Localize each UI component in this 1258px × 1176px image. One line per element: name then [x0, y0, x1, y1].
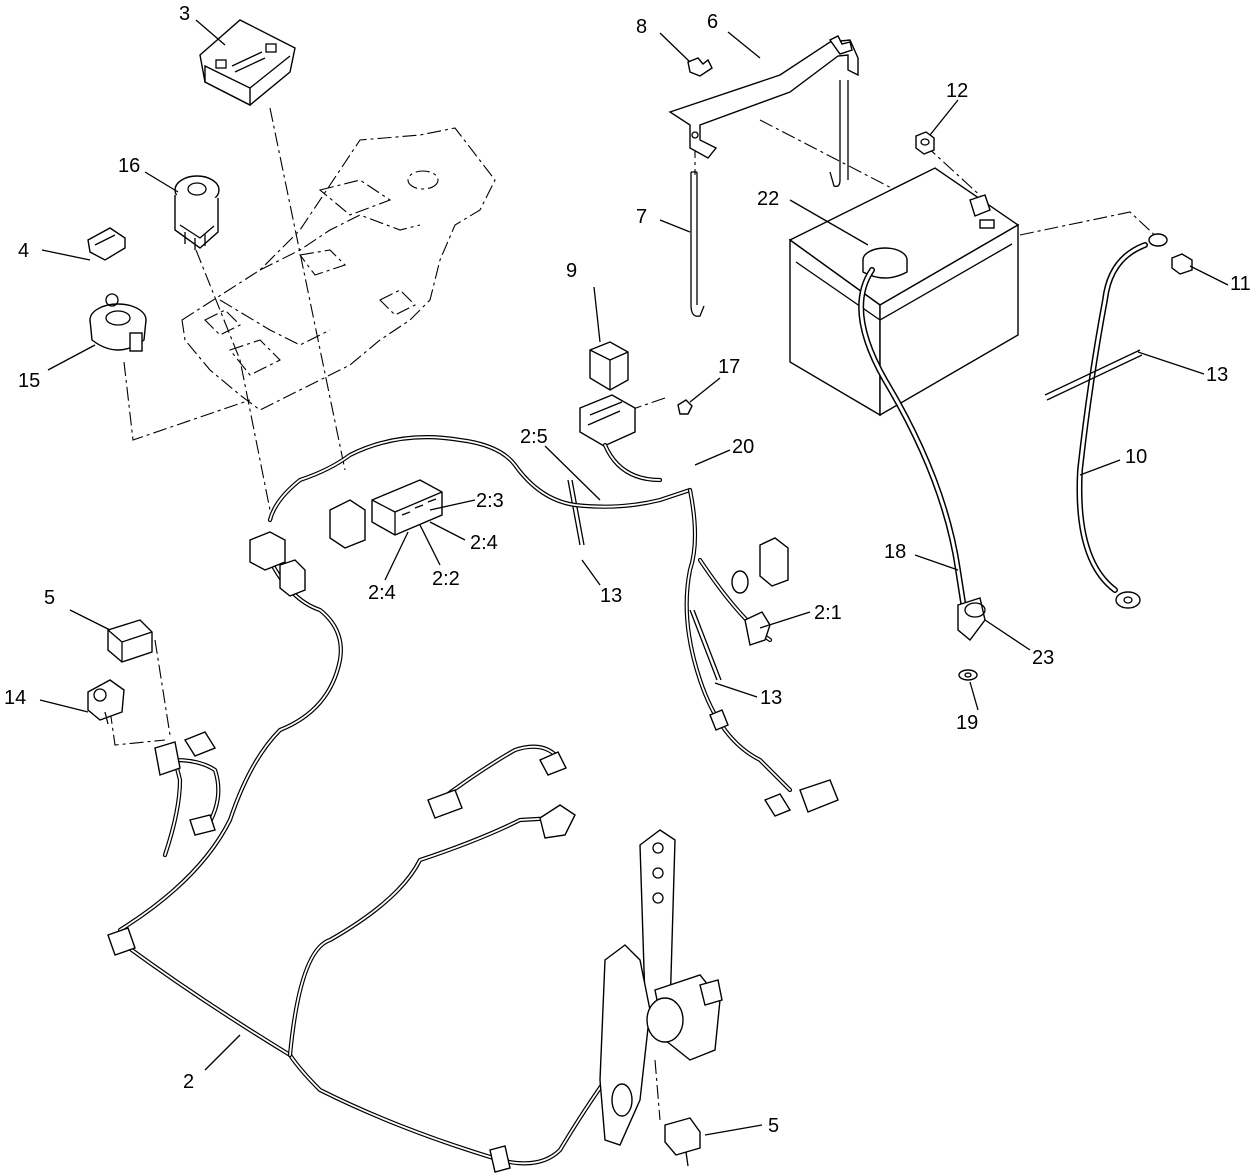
callout-12: 12 — [946, 80, 968, 102]
callout-13: 13 — [600, 585, 622, 607]
callout-14: 14 — [4, 687, 26, 709]
screw-icon — [677, 399, 693, 415]
callout-3: 3 — [179, 3, 190, 25]
callout-13: 13 — [1206, 364, 1228, 386]
callout-19: 19 — [956, 712, 978, 734]
callout-18: 18 — [884, 541, 906, 563]
j-bolt-icon — [690, 171, 705, 317]
cable-tie-icon — [567, 349, 1143, 681]
callout-15: 15 — [18, 370, 40, 392]
callout-5: 5 — [44, 587, 55, 609]
callout-11: 11 — [1230, 273, 1251, 295]
control-panel-phantom — [181, 127, 496, 411]
callout-16: 16 — [118, 155, 140, 177]
wiring-harness-icon — [107, 435, 839, 1173]
callout-22: 22 — [757, 188, 779, 210]
callout-2-4: 2:4 — [368, 582, 396, 604]
ignition-switch-icon — [174, 175, 220, 250]
callout-9: 9 — [566, 260, 577, 282]
relay-icon — [579, 341, 636, 447]
battery-bracket-icon — [668, 39, 859, 188]
terminal-bolt-icon — [1171, 253, 1193, 275]
callout-17: 17 — [718, 356, 740, 378]
wing-nut-icon — [687, 35, 853, 77]
callout-10: 10 — [1125, 446, 1147, 468]
hex-nut-icon — [915, 131, 935, 155]
negative-cable-icon — [1076, 233, 1168, 609]
callout-8: 8 — [636, 16, 647, 38]
pto-switch-icon — [89, 293, 147, 352]
callout-2-1: 2:1 — [814, 602, 842, 624]
positive-cable-icon — [858, 267, 986, 642]
callout-20: 20 — [732, 436, 754, 458]
callout-6: 6 — [707, 11, 718, 33]
callout-2-2: 2:2 — [432, 568, 460, 590]
brake-switch-icon — [87, 679, 125, 725]
callout-2-5: 2:5 — [520, 426, 548, 448]
key-icon — [87, 227, 126, 261]
battery-icon — [788, 167, 1020, 417]
callout-7: 7 — [636, 206, 647, 228]
callout-labels: 3 16 4 15 8 6 7 12 22 11 9 17 13 20 2:5 … — [4, 3, 1251, 1137]
seat-switch-icon — [107, 619, 701, 1167]
pedal-assembly-icon — [599, 829, 723, 1146]
callout-2: 2 — [183, 1071, 194, 1093]
callout-23: 23 — [1032, 647, 1054, 669]
display-module-icon — [199, 19, 296, 107]
callout-13: 13 — [760, 687, 782, 709]
callout-leaders — [39, 19, 1229, 1136]
callout-4: 4 — [18, 240, 29, 262]
callout-2-3: 2:3 — [476, 490, 504, 512]
washer-icon — [958, 669, 978, 681]
callout-2-4: 2:4 — [470, 532, 498, 554]
callout-5: 5 — [768, 1115, 779, 1137]
terminal-boot-icon — [964, 602, 986, 618]
